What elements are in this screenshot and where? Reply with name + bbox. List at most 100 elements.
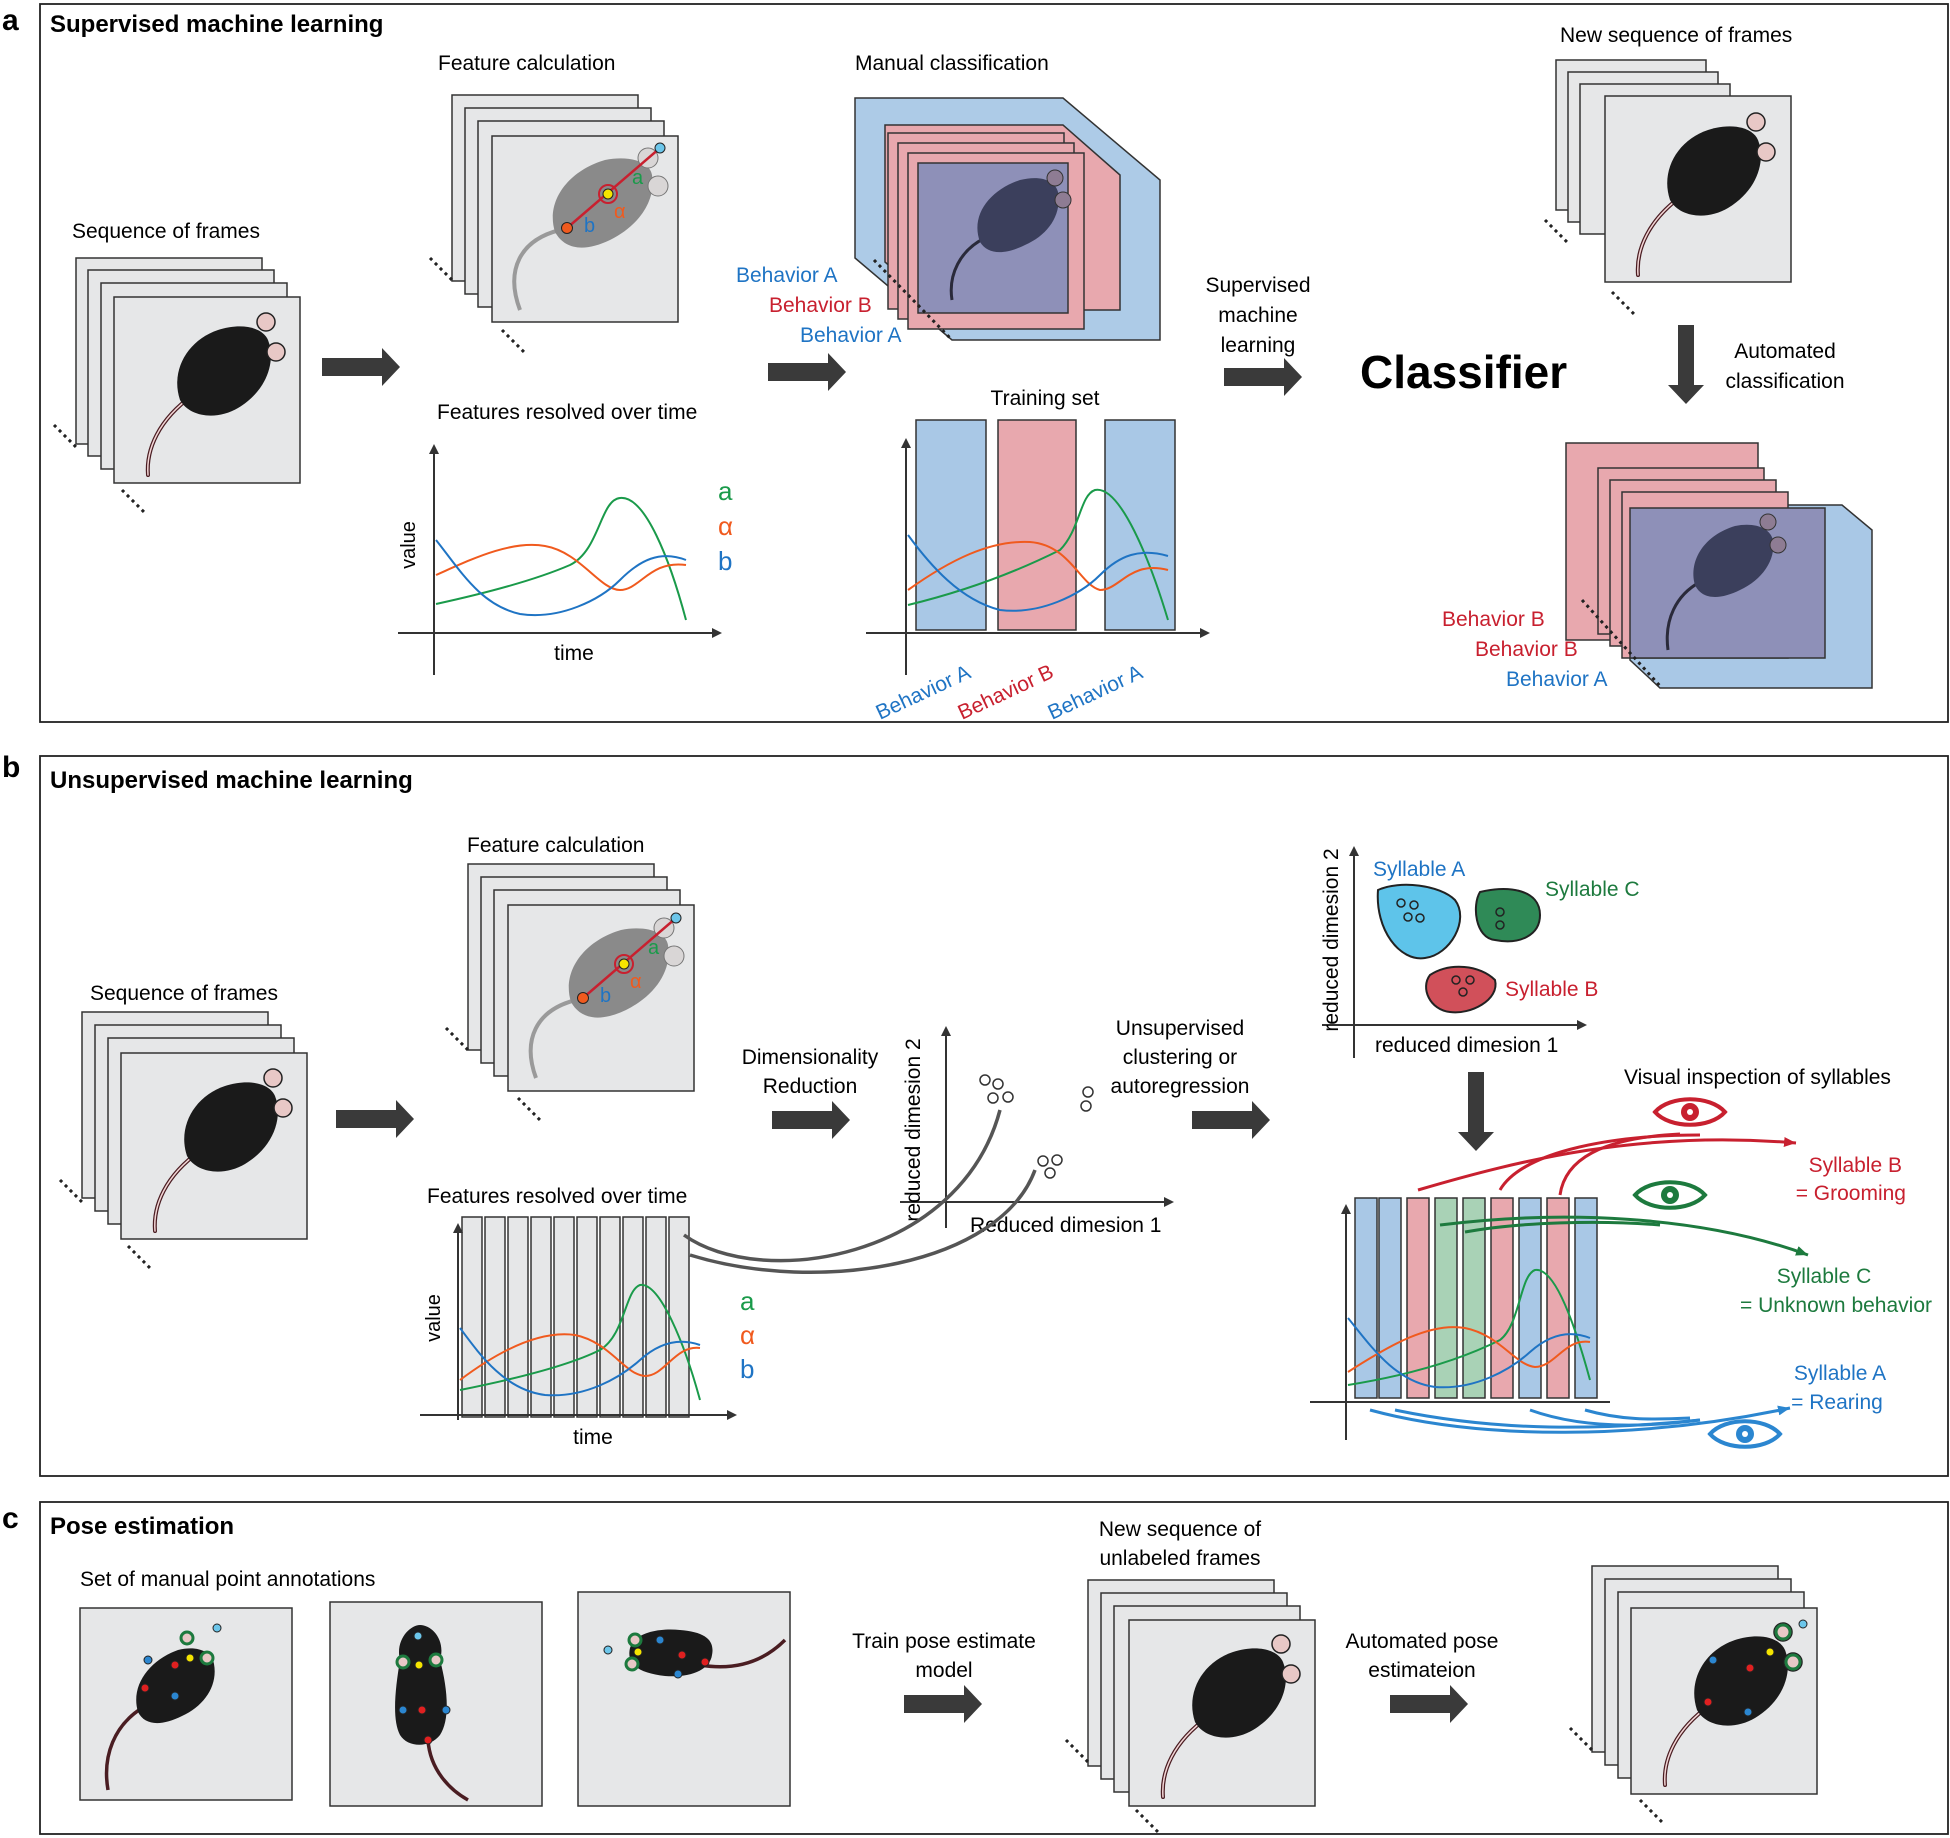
a-auto-classified-stack: Behavior B Behavior B Behavior A xyxy=(1442,442,1873,691)
panel-a-letter: a xyxy=(2,4,19,37)
panel-b: b Unsupervised machine learning Sequence… xyxy=(2,751,1949,1477)
b-arrow-3 xyxy=(1192,1101,1270,1139)
b-feature-frame-stack: a α b xyxy=(444,863,695,1124)
a-automated-line2: classification xyxy=(1725,370,1844,393)
b-syllable-c-label: Syllable C xyxy=(1545,878,1640,901)
a-training-bar-b xyxy=(997,419,1077,631)
b-grooming-label: = Grooming xyxy=(1796,1182,1906,1205)
a-supervised-ml-line3: learning xyxy=(1221,334,1296,357)
b-cluster-line2: clustering or xyxy=(1123,1046,1237,1069)
a-manual-classification-stack: Behavior A Behavior B Behavior A xyxy=(736,97,1161,347)
a-arrow-3 xyxy=(1224,358,1302,396)
b-legend-b: b xyxy=(740,1354,754,1384)
c-arrow-1 xyxy=(904,1685,982,1723)
b-cluster-dim2-axis: reduced dimesion 2 xyxy=(1320,848,1343,1031)
a-auto-behavior-b-1: Behavior B xyxy=(1442,608,1545,631)
b-legend-alpha: α xyxy=(740,1320,755,1350)
a-training-label-b: Behavior B xyxy=(954,660,1057,724)
a-classifier: Classifier xyxy=(1360,346,1567,398)
b-dimred-line2: Reduction xyxy=(763,1075,858,1098)
a-feature-alpha-label: α xyxy=(614,201,626,223)
a-training-bar-a2 xyxy=(1104,419,1176,631)
b-legend-a: a xyxy=(740,1286,755,1316)
panel-a: a Supervised machine learning Sequence o… xyxy=(2,3,1949,725)
c-annotation-frame-1 xyxy=(79,1607,293,1801)
b-cluster-line3: autoregression xyxy=(1111,1075,1250,1098)
b-syllable-b-result: Syllable B xyxy=(1809,1154,1902,1177)
panel-c-letter: c xyxy=(2,1502,19,1535)
c-annotation-frame-2 xyxy=(329,1601,543,1807)
b-reduced-dim1-axis: Reduced dimesion 1 xyxy=(970,1214,1161,1237)
a-manual-behavior-b: Behavior B xyxy=(769,294,872,317)
a-new-frame-stack xyxy=(1543,59,1792,318)
c-arrow-2 xyxy=(1390,1685,1468,1723)
b-eye-blue-icon xyxy=(1707,1419,1783,1449)
c-unlabeled-frame-stack xyxy=(1064,1579,1316,1836)
a-training-chart: Behavior A Behavior B Behavior A xyxy=(866,419,1210,725)
panel-c-frame xyxy=(39,1501,1949,1835)
a-frame-stack xyxy=(52,257,301,516)
b-eye-green-icon xyxy=(1632,1180,1708,1210)
a-legend-b: b xyxy=(718,546,732,576)
b-sequence-label: Sequence of frames xyxy=(90,982,278,1005)
b-syllable-a-label: Syllable A xyxy=(1373,858,1465,881)
b-feature-a-label: a xyxy=(648,937,660,959)
b-cluster-plot: reduced dimesion 2 reduced dimesion 1 Sy… xyxy=(1320,846,1640,1058)
b-syllable-a-result: Syllable A xyxy=(1794,1362,1886,1385)
a-auto-behavior-b-2: Behavior B xyxy=(1475,638,1578,661)
b-rearing-label: = Rearing xyxy=(1791,1391,1883,1414)
b-visual-inspection-label: Visual inspection of syllables xyxy=(1624,1066,1891,1089)
a-features-over-time-label: Features resolved over time xyxy=(437,401,697,424)
b-reduced-scatter: reduced dimesion 2 Reduced dimesion 1 xyxy=(682,1026,1174,1275)
a-new-sequence-label: New sequence of frames xyxy=(1560,24,1792,47)
b-value-axis-label: value xyxy=(423,1294,445,1342)
panel-b-title: Unsupervised machine learning xyxy=(50,767,413,794)
a-manual-behavior-a-1: Behavior A xyxy=(736,264,838,287)
a-feature-b-label: b xyxy=(584,215,595,237)
b-feature-calc-label: Feature calculation xyxy=(467,834,644,857)
b-cluster-line1: Unsupervised xyxy=(1116,1017,1244,1040)
a-training-label-a2: Behavior A xyxy=(1044,661,1146,725)
a-manual-behavior-a-2: Behavior A xyxy=(800,324,902,347)
a-feature-a-label: a xyxy=(632,167,644,189)
panel-c: c Pose estimation Set of manual point an… xyxy=(2,1501,1949,1836)
b-dimred-line1: Dimensionality xyxy=(742,1046,879,1069)
b-feature-alpha-label: α xyxy=(630,971,642,993)
a-training-set-label: Training set xyxy=(991,387,1100,410)
b-time-axis-label: time xyxy=(573,1426,613,1449)
b-syllable-b-cluster xyxy=(1425,965,1497,1014)
c-new-unlabeled-line1: New sequence of xyxy=(1099,1518,1261,1541)
c-estimated-frame-stack xyxy=(1568,1565,1818,1826)
a-arrow-1 xyxy=(322,348,400,386)
c-auto-pose-line2: estimateion xyxy=(1368,1659,1475,1682)
a-training-bar-a1 xyxy=(915,419,987,631)
panel-a-title: Supervised machine learning xyxy=(50,11,383,38)
b-window-strips xyxy=(461,1216,690,1418)
panel-a-frame xyxy=(39,3,1949,723)
b-reduced-dim2-axis: reduced dimesion 2 xyxy=(902,1038,925,1221)
a-legend-alpha: α xyxy=(718,511,733,541)
b-arrow-down xyxy=(1458,1072,1494,1151)
b-syllable-c-cluster xyxy=(1474,888,1542,943)
a-supervised-ml-line2: machine xyxy=(1218,304,1297,327)
b-eye-red-icon xyxy=(1652,1097,1728,1127)
b-syllable-c-result: Syllable C xyxy=(1777,1265,1872,1288)
a-legend-a: a xyxy=(718,476,733,506)
c-train-line2: model xyxy=(915,1659,972,1682)
b-arrow-2 xyxy=(772,1101,850,1139)
a-arrow-down xyxy=(1668,325,1704,404)
panel-b-frame xyxy=(39,755,1949,1477)
b-feature-b-label: b xyxy=(600,985,611,1007)
b-frame-stack xyxy=(58,1011,308,1272)
b-arrow-1 xyxy=(336,1100,414,1138)
a-feature-frame-stack: a α b xyxy=(428,94,679,356)
a-feature-chart: value time a α b xyxy=(398,444,733,675)
b-feature-windows-chart: value time a α b xyxy=(420,1216,755,1449)
c-train-line1: Train pose estimate xyxy=(852,1630,1036,1653)
a-auto-behavior-a: Behavior A xyxy=(1506,668,1608,691)
a-sequence-label: Sequence of frames xyxy=(72,220,260,243)
a-value-axis-label: value xyxy=(398,521,420,569)
a-time-axis-label: time xyxy=(554,642,594,665)
a-manual-classification-label: Manual classification xyxy=(855,52,1049,75)
